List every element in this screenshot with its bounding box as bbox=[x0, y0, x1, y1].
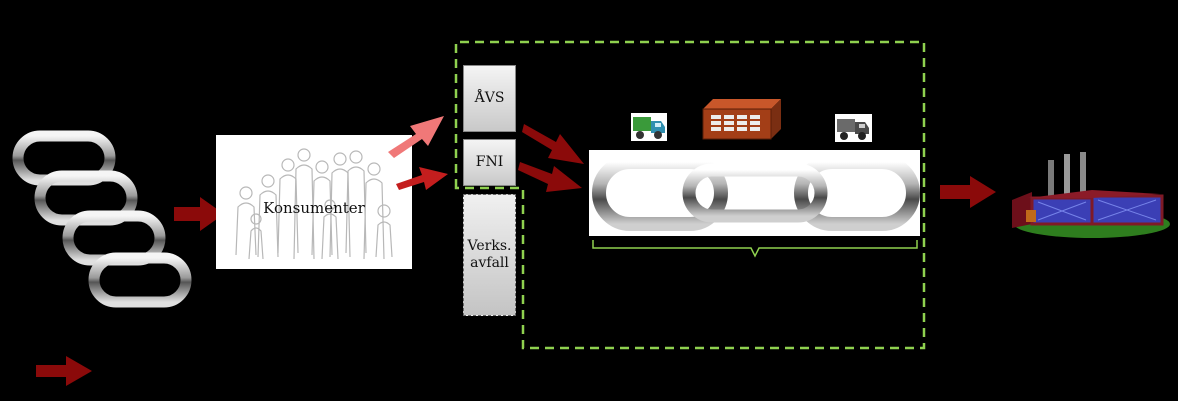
legend-arrow-icon bbox=[36, 356, 92, 386]
arrow-icon bbox=[396, 167, 448, 190]
arrow-icon bbox=[518, 162, 582, 192]
chain-icon bbox=[592, 155, 920, 231]
consumers-box: Konsumenter bbox=[216, 135, 412, 269]
arrow-icon bbox=[940, 176, 996, 208]
crowd-silhouette-icon bbox=[235, 148, 393, 260]
category-fni: FNI bbox=[463, 139, 516, 186]
category-verks-avfall: Verks. avfall bbox=[463, 194, 516, 316]
consumers-label: Konsumenter bbox=[263, 199, 365, 217]
category-avs: ÅVS bbox=[463, 65, 516, 132]
chain-panel bbox=[589, 150, 920, 236]
arrow-icon bbox=[388, 116, 444, 158]
bracket bbox=[592, 240, 918, 258]
truck-icon bbox=[631, 113, 667, 141]
factory-icon bbox=[1012, 152, 1170, 238]
arrow-icon bbox=[522, 124, 584, 164]
arrow-icon bbox=[174, 197, 224, 231]
warehouse-icon bbox=[702, 99, 781, 140]
truck-icon bbox=[835, 114, 872, 142]
chain-icon bbox=[12, 130, 192, 308]
